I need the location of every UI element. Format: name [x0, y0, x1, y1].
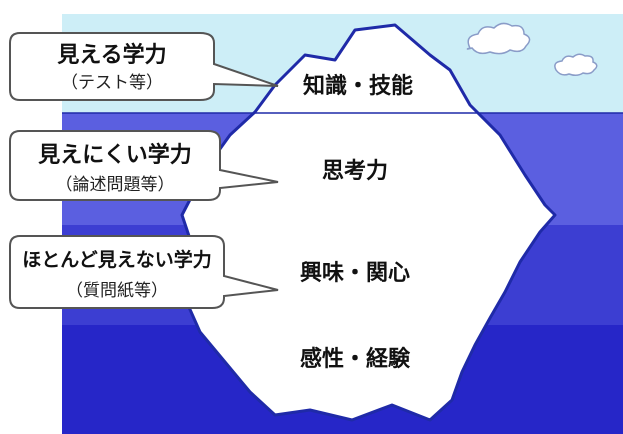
callout-title: ほとんど見えない学力	[22, 248, 211, 271]
callout-subtitle: （論述問題等）	[56, 175, 175, 195]
callout-subtitle: （テスト等）	[61, 73, 163, 93]
cloud-icon	[466, 22, 531, 55]
callout-barely-visible: ほとんど見えない学力 （質問紙等）	[9, 235, 279, 309]
iceberg-label-thinking: 思考力	[322, 159, 388, 184]
cloud-icon	[554, 53, 598, 77]
iceberg-label-knowledge: 知識・技能	[303, 73, 413, 99]
callout-subtitle: （質問紙等）	[66, 281, 168, 301]
callout-title: 見えにくい学力	[38, 142, 192, 168]
callout-visible: 見える学力 （テスト等）	[9, 32, 279, 101]
iceberg-label-sensitivity: 感性・経験	[300, 346, 411, 372]
callout-title: 見える学力	[57, 42, 166, 68]
iceberg-label-interest: 興味・関心	[300, 261, 410, 286]
callout-hard-to-see: 見えにくい学力 （論述問題等）	[9, 130, 279, 201]
